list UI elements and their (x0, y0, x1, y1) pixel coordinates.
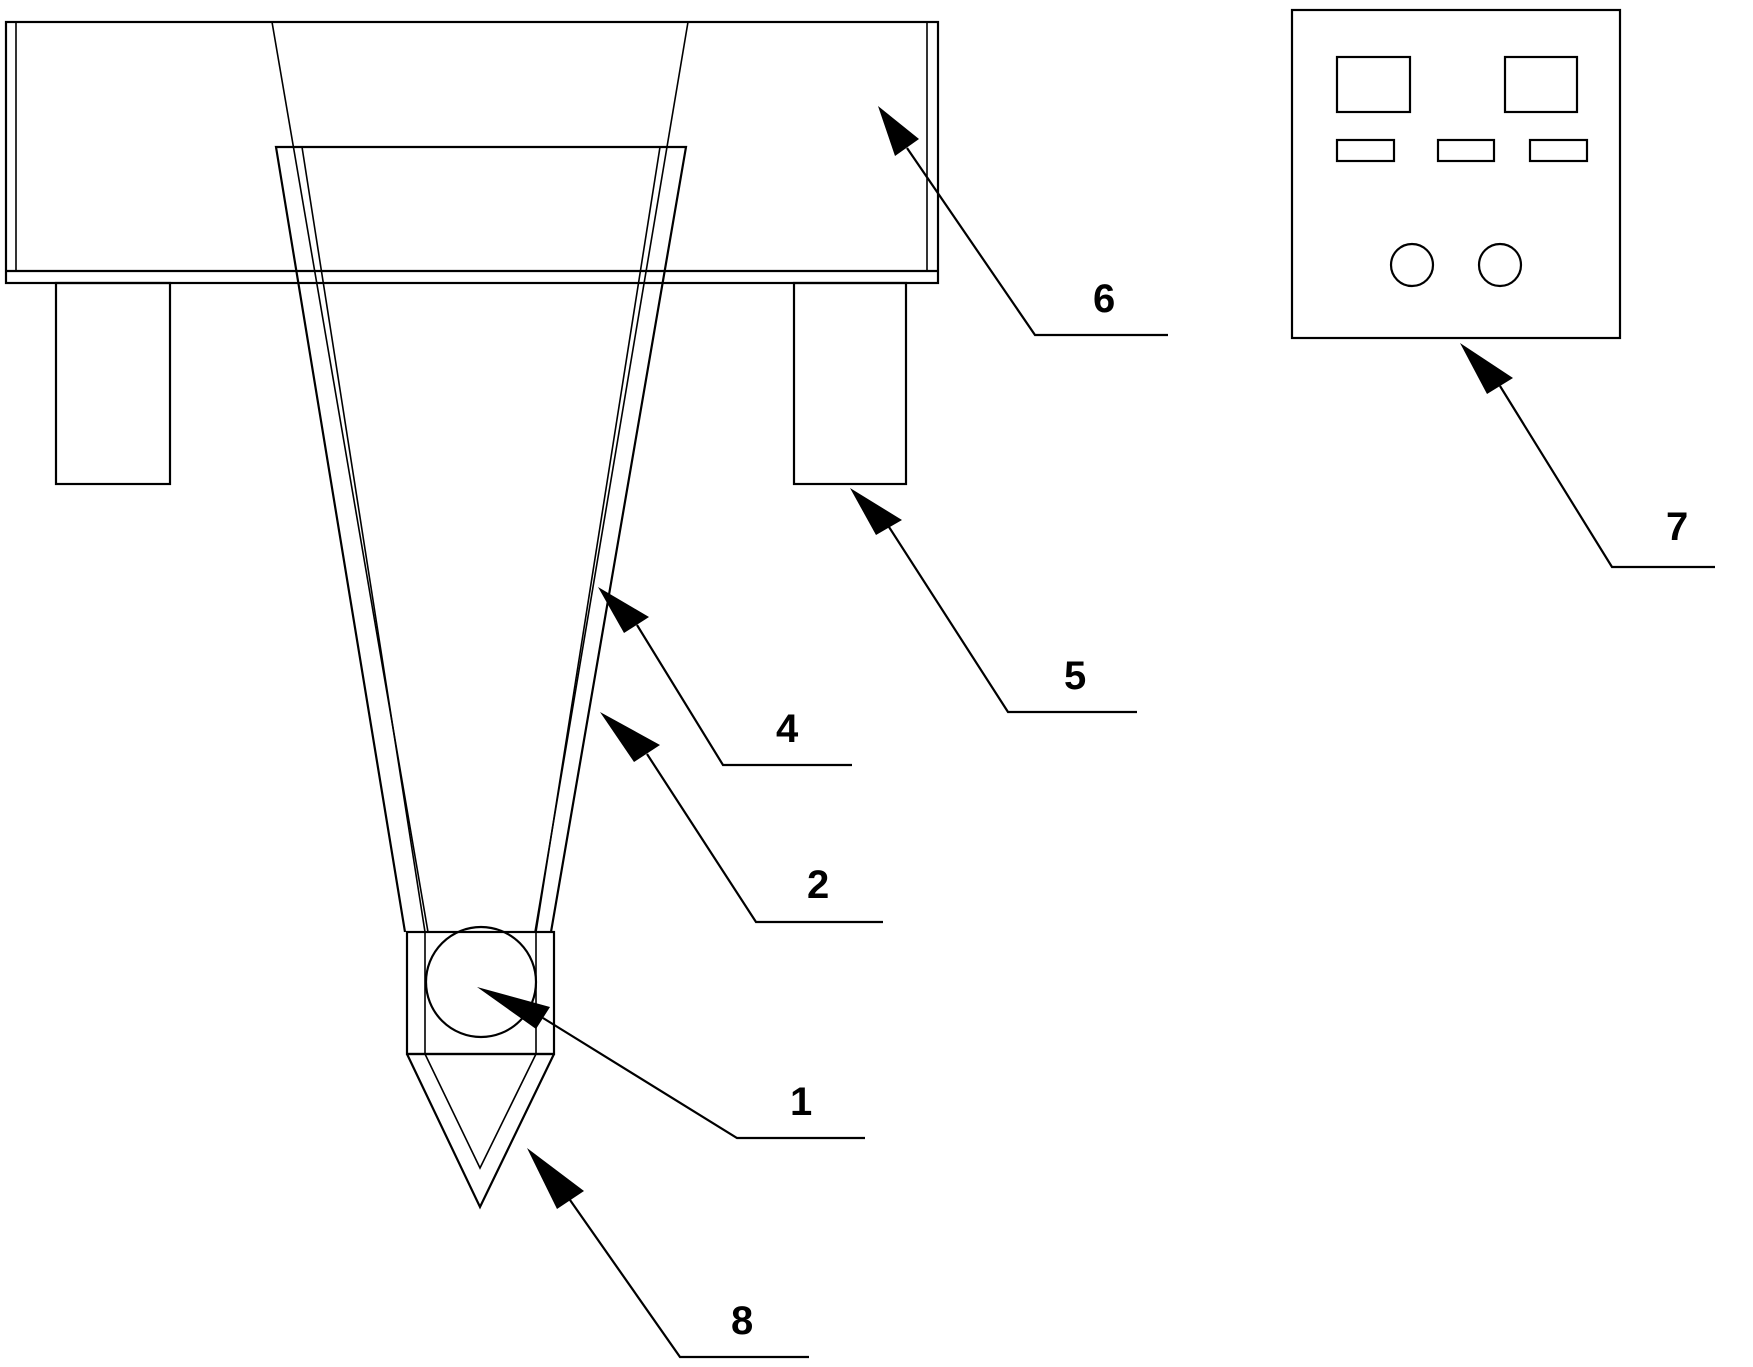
button-slot-2 (1436, 138, 1496, 163)
sensor-ball (424, 925, 538, 1039)
display-screen-left (1335, 55, 1412, 114)
label-6: 6 (1093, 277, 1115, 321)
display-screen-right (1503, 55, 1579, 114)
label-2: 2 (807, 863, 829, 907)
leader-1 (477, 987, 865, 1140)
button-slot-1 (1335, 138, 1396, 163)
sensor-chamber (405, 925, 556, 1056)
knob-right (1477, 242, 1523, 288)
label-1: 1 (790, 1080, 812, 1124)
tank-box (4, 20, 940, 285)
support-legs (54, 281, 908, 486)
leader-5 (850, 488, 1137, 714)
label-5: 5 (1064, 654, 1086, 698)
label-7: 7 (1666, 505, 1688, 549)
cone-tip (406, 1053, 555, 1210)
leader-7 (1460, 343, 1715, 569)
button-slot-3 (1528, 138, 1589, 163)
leader-8 (527, 1148, 809, 1359)
control-box (1290, 8, 1622, 340)
probe-body (271, 21, 689, 933)
leader-2 (600, 712, 883, 924)
label-4: 4 (776, 707, 799, 751)
label-8: 8 (731, 1299, 753, 1343)
knob-left (1389, 242, 1435, 288)
leader-4 (598, 587, 852, 767)
leader-6 (878, 106, 1168, 337)
